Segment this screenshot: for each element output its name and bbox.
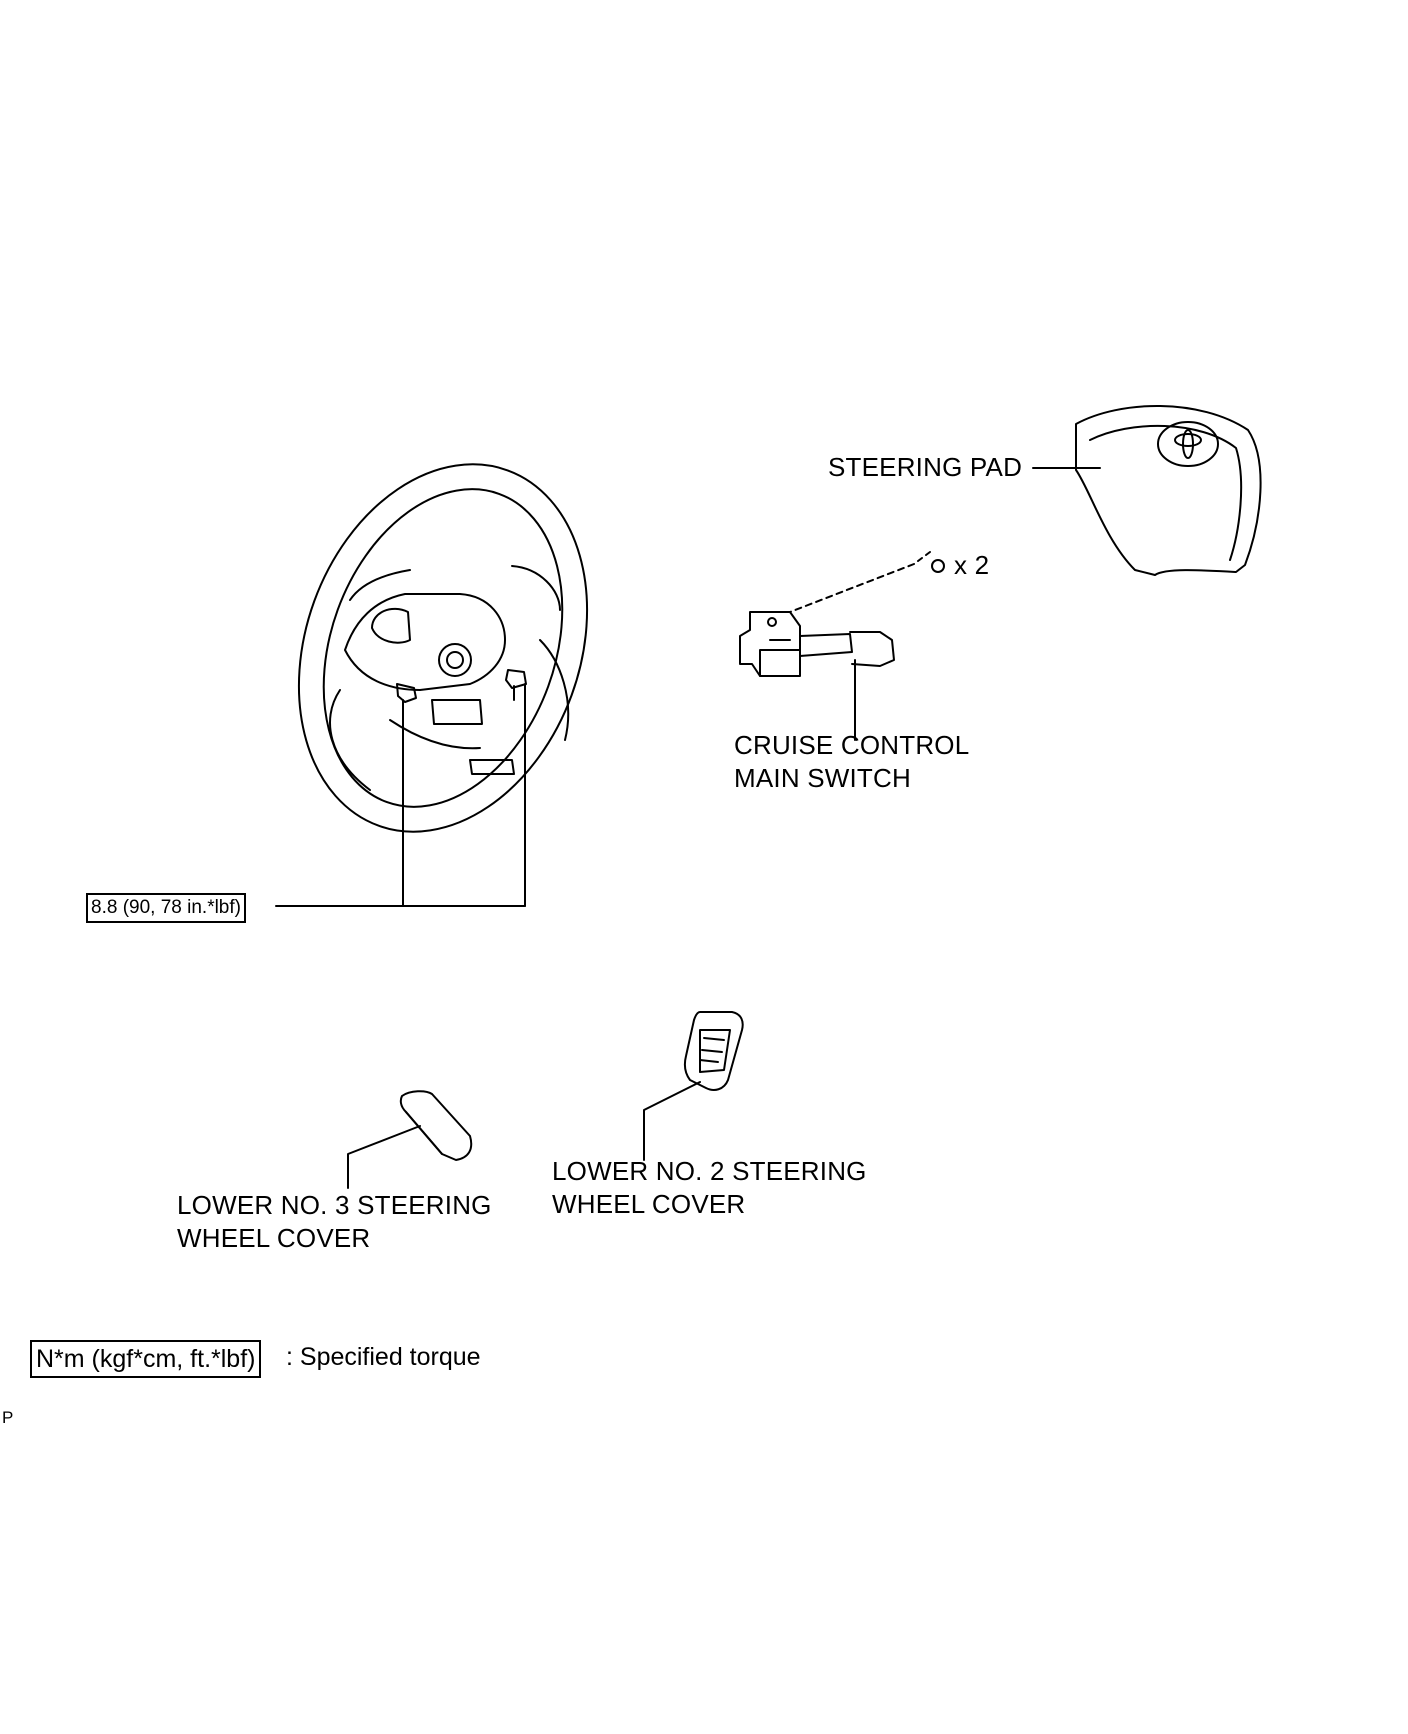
torque-spec-box: 8.8 (90, 78 in.*lbf) xyxy=(86,893,246,923)
steering-wheel-illustration xyxy=(275,463,589,907)
lower-no3-cover-label-line2: WHEEL COVER xyxy=(177,1223,371,1253)
lower-no3-cover-label-line1: LOWER NO. 3 STEERING xyxy=(177,1190,492,1220)
torque-legend-description: : Specified torque xyxy=(286,1343,481,1371)
steering-pad-illustration xyxy=(1032,405,1262,576)
cruise-control-switch-illustration xyxy=(739,551,945,741)
lower-no2-cover-label-line1: LOWER NO. 2 STEERING xyxy=(552,1156,867,1186)
steering-pad-label: STEERING PAD xyxy=(828,452,1023,482)
cruise-control-label-line1: CRUISE CONTROL xyxy=(734,730,970,760)
screw-quantity-label: x 2 xyxy=(954,550,990,580)
cruise-control-label-line2: MAIN SWITCH xyxy=(734,763,911,793)
lower-no3-cover-illustration xyxy=(347,1090,473,1189)
corner-mark: P xyxy=(2,1408,14,1427)
torque-legend-box: N*m (kgf*cm, ft.*lbf) xyxy=(30,1340,262,1378)
lower-no2-cover-illustration xyxy=(643,1011,744,1161)
lower-no2-cover-label-line2: WHEEL COVER xyxy=(552,1189,746,1219)
